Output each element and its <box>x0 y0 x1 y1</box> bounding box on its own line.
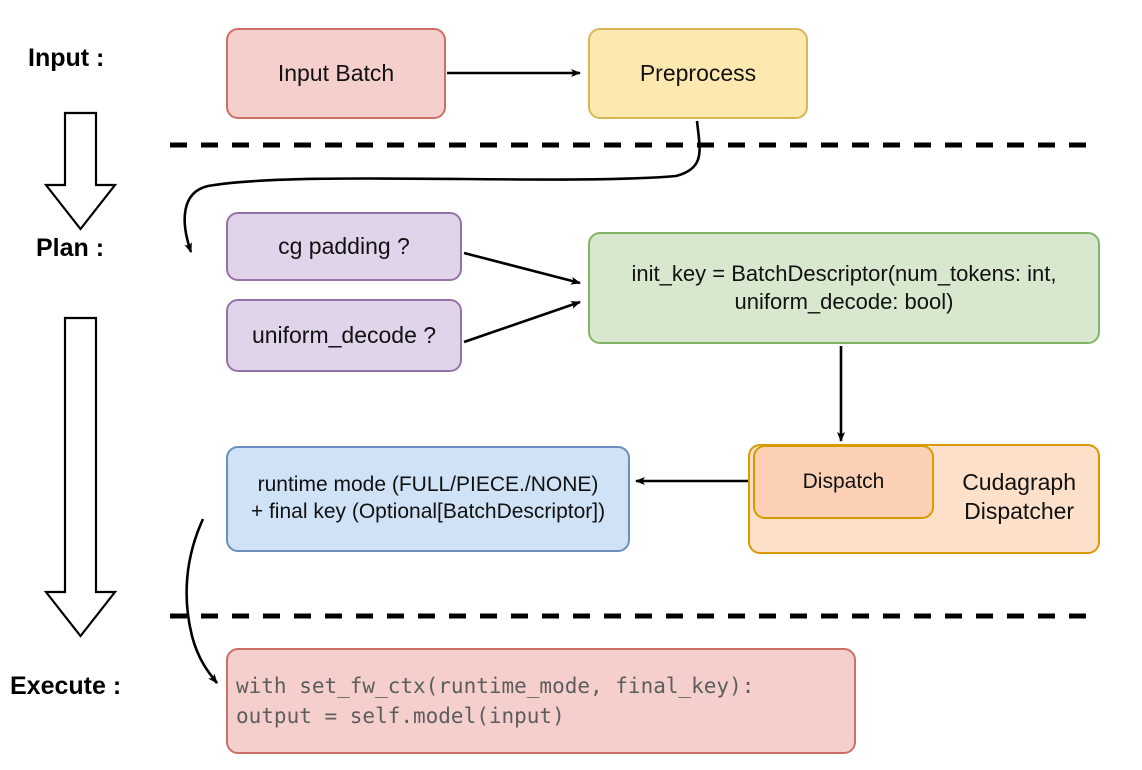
node-input-batch[interactable]: Input Batch <box>226 28 446 119</box>
edge-cg-padding-to-init-key <box>463 251 581 285</box>
stage-label-plan: Plan : <box>36 234 105 262</box>
edge-uniform-decode-to-init-key <box>463 300 581 344</box>
node-runtime-mode[interactable]: runtime mode (FULL/PIECE./NONE) + final … <box>226 446 630 552</box>
stage-label-input: Input : <box>28 44 105 72</box>
node-preprocess[interactable]: Preprocess <box>588 28 808 119</box>
stage-label-execute: Execute : <box>10 672 122 700</box>
node-execute-code[interactable]: with set_fw_ctx(runtime_mode, final_key)… <box>226 648 856 754</box>
flow-arrow-input-plan-icon <box>43 111 118 231</box>
node-dispatch[interactable]: Dispatch <box>753 445 934 519</box>
node-cg-padding[interactable]: cg padding ? <box>226 212 462 281</box>
node-uniform-decode[interactable]: uniform_decode ? <box>226 299 462 372</box>
edge-runtime-mode-to-execute-code <box>185 518 219 684</box>
node-init-key[interactable]: init_key = BatchDescriptor(num_tokens: i… <box>588 232 1100 344</box>
flow-arrow-plan-execute-icon <box>43 316 118 638</box>
